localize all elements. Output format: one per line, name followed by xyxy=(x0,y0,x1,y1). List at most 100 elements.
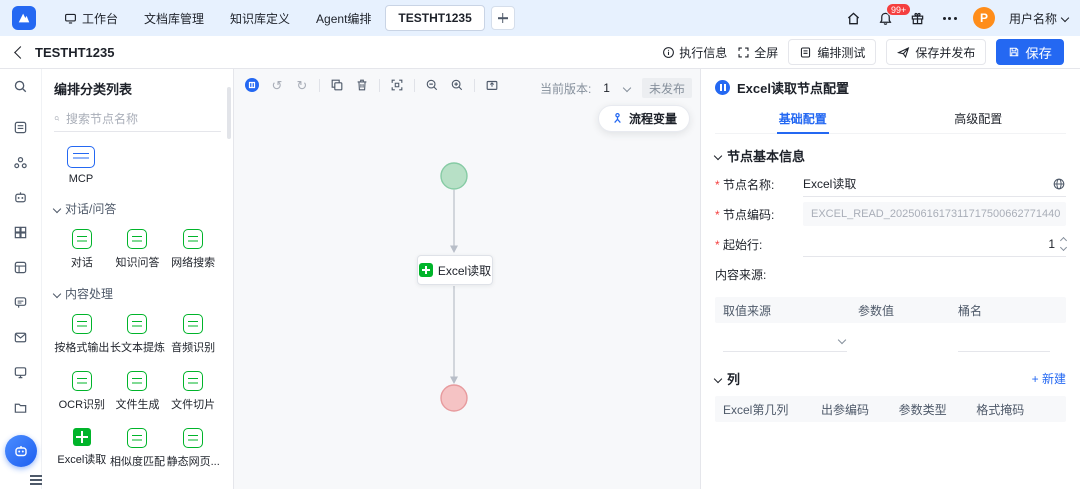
notification-bell-icon[interactable]: 99+ xyxy=(877,3,912,27)
rail-search-icon[interactable] xyxy=(12,77,30,95)
excel-node-icon xyxy=(418,263,433,277)
exec-info-button[interactable]: 执行信息 xyxy=(662,44,727,61)
i18n-globe-icon[interactable] xyxy=(1052,177,1066,191)
source-table-row xyxy=(715,323,1066,357)
add-column-button[interactable]: + 新建 xyxy=(1031,372,1066,386)
palette-item-chat[interactable]: 对话 xyxy=(54,229,110,270)
tab-doc-library[interactable]: 文档库管理 xyxy=(144,11,205,26)
orchestration-test-button[interactable]: 编排测试 xyxy=(788,39,877,65)
flow-variables-button[interactable]: 流程变量 xyxy=(597,105,690,132)
palette-item-knowledge-qa[interactable]: 知识问答 xyxy=(110,229,166,270)
node-search-input[interactable] xyxy=(66,111,221,126)
palette-item-format-output[interactable]: 按格式输出 xyxy=(54,314,110,355)
stepper-up-icon[interactable] xyxy=(1059,236,1068,244)
bucket-name-input[interactable] xyxy=(958,328,1050,352)
nav-monitor-icon[interactable] xyxy=(12,363,30,381)
assistant-button[interactable] xyxy=(5,435,37,467)
palette-item-excel-read[interactable]: Excel读取 xyxy=(54,428,110,469)
palette-item-static-web[interactable]: 静态网页... xyxy=(165,428,221,469)
back-button[interactable] xyxy=(14,45,27,59)
tab-workbench[interactable]: 工作台 xyxy=(52,5,130,31)
palette-item-file-slice[interactable]: 文件切片 xyxy=(165,371,221,412)
chevron-down-icon xyxy=(52,204,62,213)
number-stepper[interactable] xyxy=(1059,236,1068,251)
tab-basic-config[interactable]: 基础配置 xyxy=(715,104,891,133)
fullscreen-button[interactable]: 全屏 xyxy=(737,44,778,61)
nav-workbench-icon[interactable] xyxy=(12,118,30,136)
paper-plane-icon xyxy=(897,46,910,58)
nav-template-icon[interactable] xyxy=(12,258,30,276)
add-tab-button[interactable] xyxy=(490,6,515,30)
flow-edges xyxy=(440,162,468,412)
delete-icon[interactable] xyxy=(354,77,370,93)
nav-message-icon[interactable] xyxy=(12,293,30,311)
web-search-icon xyxy=(183,229,204,249)
zoom-in-icon[interactable] xyxy=(449,77,465,93)
left-nav-rail xyxy=(0,69,42,489)
palette-item-file-generate[interactable]: 文件生成 xyxy=(110,371,166,412)
palette-title: 编排分类列表 xyxy=(54,82,133,97)
nav-folder-icon[interactable] xyxy=(12,398,30,416)
section-dialog-qa[interactable]: 对话/问答 xyxy=(52,200,221,217)
ocr-icon xyxy=(71,371,92,391)
info-circle-icon xyxy=(663,46,675,58)
gift-icon[interactable] xyxy=(909,9,927,27)
content-source-label: 内容来源: xyxy=(715,267,767,282)
palette-item-similarity[interactable]: 相似度匹配 xyxy=(110,428,166,469)
tab-current-flow[interactable]: TESTHT1235 xyxy=(385,5,485,31)
fit-view-icon[interactable] xyxy=(389,77,405,93)
search-icon xyxy=(54,116,60,121)
user-name[interactable]: 用户名称 xyxy=(1009,10,1070,27)
version-select[interactable]: 1 xyxy=(599,79,634,97)
node-name-label: 节点名称: xyxy=(715,176,803,193)
source-table-header: 取值来源 参数值 桶名 xyxy=(715,297,1066,323)
panel-toggle-icon[interactable] xyxy=(244,77,260,93)
section-content-processing[interactable]: 内容处理 xyxy=(52,285,221,302)
palette-scrollbar[interactable] xyxy=(227,87,231,139)
nav-agent-icon[interactable] xyxy=(12,188,30,206)
nav-mail-icon[interactable] xyxy=(12,328,30,346)
flow-variables-icon xyxy=(614,113,621,123)
zoom-out-icon[interactable] xyxy=(424,77,440,93)
stepper-down-icon[interactable] xyxy=(1059,243,1068,251)
undo-icon[interactable]: ↺ xyxy=(271,77,283,93)
value-source-select[interactable] xyxy=(723,328,848,352)
copy-icon[interactable] xyxy=(329,77,345,93)
palette-item-mcp[interactable]: MCP xyxy=(54,146,108,185)
version-area: 当前版本: 1 未发布 xyxy=(540,78,692,98)
collapse-menu-icon[interactable] xyxy=(30,473,46,485)
audio-recognition-icon xyxy=(183,314,204,334)
tab-agent-orchestration[interactable]: Agent编排 xyxy=(316,11,372,26)
file-slice-icon xyxy=(183,371,204,391)
save-button[interactable]: 保存 xyxy=(996,39,1064,65)
nav-plugin-icon[interactable] xyxy=(12,223,30,241)
palette-item-audio[interactable]: 音频识别 xyxy=(165,314,221,355)
nav-org-icon[interactable] xyxy=(12,153,30,171)
file-generate-icon xyxy=(127,371,148,391)
save-icon xyxy=(1010,47,1019,57)
flow-canvas[interactable]: ↺ ↻ 当前版本: xyxy=(234,69,700,489)
node-code-label: 节点编码: xyxy=(715,206,803,223)
start-row-input[interactable] xyxy=(803,236,1055,251)
dialog-qa-grid: 对话 知识问答 网络搜索 xyxy=(54,229,221,270)
top-right-cluster: 99+ P 用户名称 xyxy=(845,3,1070,29)
palette-item-web-search[interactable]: 网络搜索 xyxy=(165,229,221,270)
palette-item-ocr[interactable]: OCR识别 xyxy=(54,371,110,412)
test-doc-icon xyxy=(801,47,811,57)
save-publish-button[interactable]: 保存并发布 xyxy=(886,39,987,65)
node-name-input[interactable] xyxy=(803,176,1046,191)
export-image-icon[interactable] xyxy=(484,77,500,93)
tab-advanced-config[interactable]: 高级配置 xyxy=(954,112,1003,126)
palette-item-long-text[interactable]: 长文本提炼 xyxy=(110,314,166,355)
workspace-tabs: 工作台 文档库管理 知识库定义 Agent编排 TESTHT1235 xyxy=(52,5,515,31)
user-avatar[interactable]: P xyxy=(972,7,995,29)
tab-knowledge-define[interactable]: 知识库定义 xyxy=(230,11,291,26)
section-columns[interactable]: 列 xyxy=(713,369,740,388)
section-node-info[interactable]: 节点基本信息 xyxy=(713,146,1066,165)
redo-icon[interactable]: ↻ xyxy=(296,77,308,93)
excel-read-node[interactable]: Excel读取 xyxy=(417,255,493,285)
start-row-row: 起始行: xyxy=(715,229,1068,259)
home-icon[interactable] xyxy=(845,9,863,27)
more-menu-icon[interactable] xyxy=(941,9,959,27)
fullscreen-icon xyxy=(738,46,749,58)
